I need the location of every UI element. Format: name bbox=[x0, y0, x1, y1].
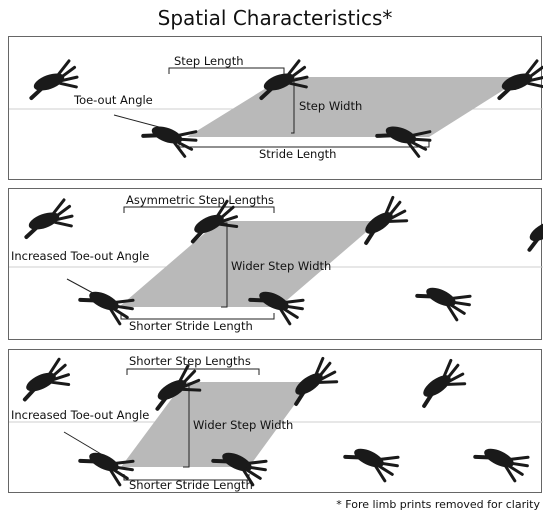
step-region bbox=[119, 221, 379, 307]
panel-normal-gait-figure bbox=[9, 57, 543, 161]
toe-out-angle-label: Increased Toe-out Angle bbox=[11, 249, 150, 263]
step-length-brace bbox=[168, 67, 285, 74]
toe-out-angle-label: Toe-out Angle bbox=[74, 93, 153, 107]
stride-length-label: Shorter Stride Length bbox=[129, 319, 253, 333]
step-region bbox=[121, 382, 311, 467]
step-width-label: Step Width bbox=[299, 99, 363, 113]
footnote: * Fore limb prints removed for clarity bbox=[336, 498, 540, 511]
paw-print-icon bbox=[341, 434, 403, 485]
diagram-title: Spatial Characteristics* bbox=[157, 6, 393, 30]
panel-asymmetric-gait: Asymmetric Step Lengths Increased Toe-ou… bbox=[8, 188, 543, 340]
step-length-brace bbox=[123, 206, 275, 213]
stride-length-label: Shorter Stride Length bbox=[129, 478, 253, 492]
paw-print-icon bbox=[413, 273, 475, 324]
panel-normal-gait: Step Length Toe-out Angle Step Width Str… bbox=[8, 36, 543, 180]
stride-length-label: Stride Length bbox=[259, 147, 337, 161]
step-length-brace bbox=[126, 368, 260, 375]
paw-print-icon bbox=[13, 355, 76, 406]
stride-length-brace bbox=[120, 313, 275, 320]
paw-print-icon bbox=[471, 434, 533, 485]
step-length-label: Step Length bbox=[174, 54, 244, 68]
toe-out-line bbox=[63, 431, 102, 455]
step-region bbox=[187, 77, 524, 137]
panel-shorter-steps-figure bbox=[9, 354, 543, 489]
step-width-label: Wider Step Width bbox=[231, 259, 332, 273]
step-width-brace bbox=[221, 222, 228, 308]
paw-print-icon bbox=[516, 203, 543, 257]
paw-print-icon bbox=[409, 356, 471, 413]
panel-shorter-steps: Shorter Step Lengths Increased Toe-out A… bbox=[8, 349, 543, 493]
step-width-label: Wider Step Width bbox=[193, 418, 294, 432]
toe-out-angle-label: Increased Toe-out Angle bbox=[11, 408, 150, 422]
paw-print-icon bbox=[16, 196, 79, 244]
paw-print-icon bbox=[21, 57, 84, 105]
step-length-label: Asymmetric Step Lengths bbox=[126, 193, 275, 207]
panel-asymmetric-gait-figure bbox=[9, 193, 543, 328]
step-length-label: Shorter Step Lengths bbox=[129, 354, 251, 368]
toe-out-line bbox=[113, 114, 160, 128]
